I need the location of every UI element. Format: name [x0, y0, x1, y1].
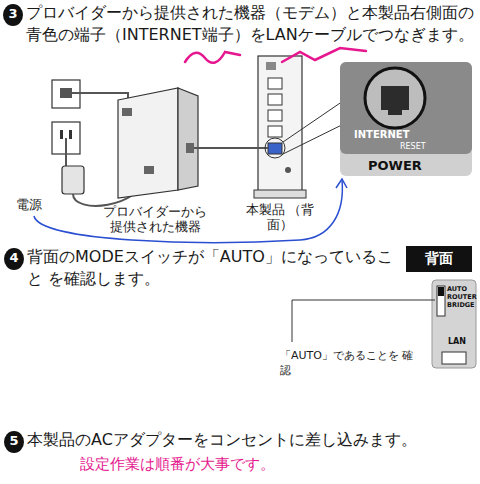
outlet-slot [60, 130, 63, 139]
router-body [258, 56, 302, 192]
mode-panel: AUTO ROUTER BRIDGE LAN [432, 280, 476, 368]
node-text: AUTO ROUTER BRIDGE [447, 285, 475, 309]
handwritten-line [34, 180, 342, 242]
power-cord [65, 138, 67, 168]
lan-cable [210, 147, 240, 149]
node-text: 3 [3, 4, 23, 24]
part-label: 電源 [16, 196, 42, 214]
step-text: プロバイダーから提供された機器（モデム）と本製品右側面の 青色の端子（INTER… [26, 2, 478, 46]
leader-line [292, 300, 435, 342]
jack-socket [60, 88, 72, 98]
step-number: 5 [4, 431, 24, 453]
node-text: プロバイダーから 提供された機器 [100, 204, 210, 234]
lan-port [442, 352, 466, 364]
callout-text: 「AUTO」であることを 確認 [280, 348, 420, 378]
side-panel-dark [340, 62, 472, 154]
port-closeup: INTERNETRESET POWER [340, 62, 472, 176]
handwritten-mark [282, 48, 366, 62]
outlet-slot [69, 130, 72, 139]
node-text: LAN [448, 337, 466, 347]
zoom-ring [265, 138, 285, 158]
modem-device: プロバイダーから 提供された機器 [100, 80, 210, 236]
modem-port [122, 108, 132, 116]
step-text: 背面のMODEスイッチが「AUTO」になっていること を確認します。 [27, 246, 399, 290]
router-stand [254, 190, 306, 198]
modem-front [178, 88, 198, 190]
node-text: 本製品 （背面） [240, 202, 320, 232]
handwritten-mark [185, 52, 240, 63]
router-device: 本製品 （背面） [240, 40, 320, 234]
modem-port [144, 166, 154, 174]
ac-adapter [62, 166, 84, 194]
node-text: INTERNET [354, 129, 409, 141]
view-tag: 背面 [406, 246, 472, 272]
step-text: 本製品のACアダプターをコンセントに差し込みます。 [27, 429, 477, 451]
rj45-socket [381, 86, 409, 115]
lan-cable-stub [240, 147, 268, 149]
handwritten-arrow [336, 179, 347, 188]
step-number: 3 [3, 4, 23, 26]
node-text: RESET [400, 142, 426, 152]
lan-port [268, 94, 282, 105]
modem-port [186, 143, 194, 153]
lan-port [268, 110, 282, 121]
lan-cable-stub [194, 147, 210, 149]
side-panel [340, 62, 472, 176]
lan-port [268, 78, 282, 89]
modem-side [118, 88, 178, 198]
step-number: 4 [4, 248, 24, 270]
power-jack [285, 167, 291, 173]
node-text: 背面 [406, 246, 472, 270]
back-panel [432, 280, 476, 368]
node-text: 5 [4, 431, 24, 451]
mode-switch [437, 286, 445, 316]
handwritten-note: 設定作業は順番が大事です。 [80, 454, 275, 475]
switch-knob [438, 287, 444, 296]
internet-port [268, 143, 282, 154]
lan-port [268, 126, 282, 137]
zoom-circle [365, 68, 425, 128]
node-text: POWER [368, 158, 422, 174]
router-label [266, 62, 276, 70]
node-text: 4 [4, 248, 24, 268]
